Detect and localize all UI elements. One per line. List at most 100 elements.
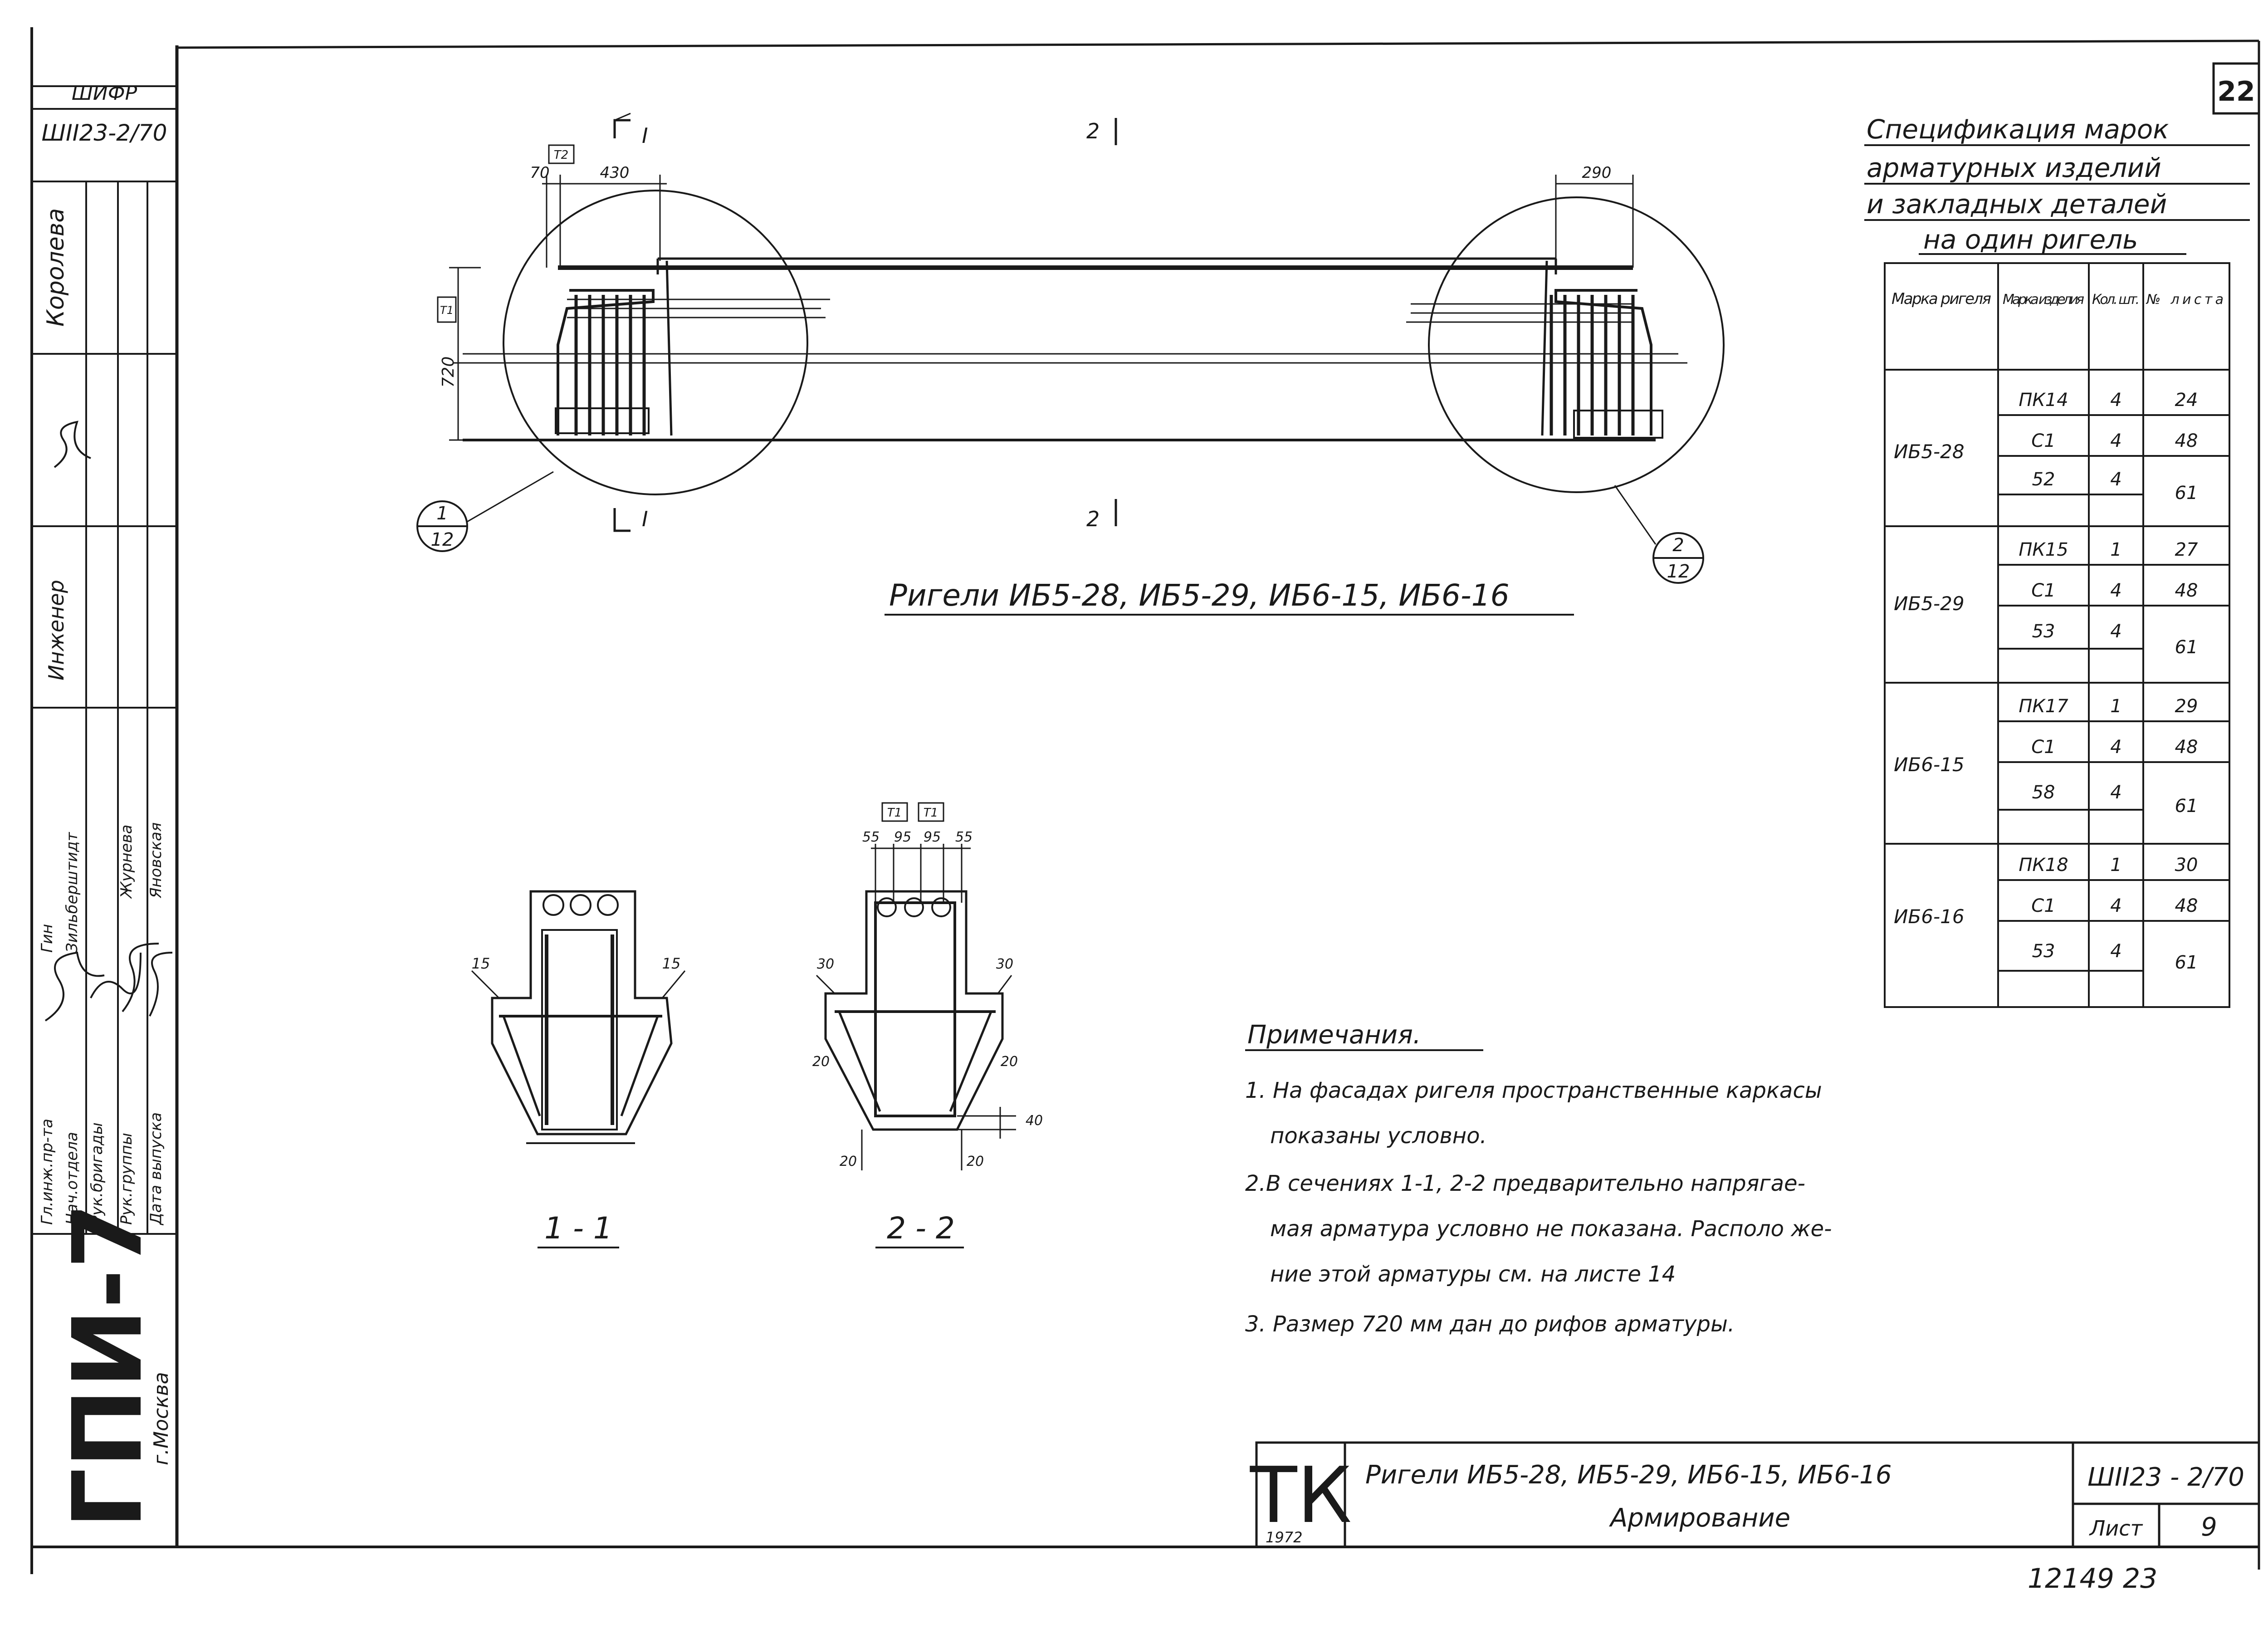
spec-qty-2-1: 1 (2110, 539, 2121, 560)
spec-title: Спецификация марок арматурных изделий и … (1867, 114, 2169, 255)
note-line-6: 3. Размер 720 мм дан до рифов арматуры. (1245, 1311, 1735, 1337)
spec-qty-1-2: 4 (2110, 431, 2121, 451)
spec-sheet-4-3: 61 (2175, 952, 2198, 973)
spec-item-4-2: С1 (2031, 895, 2055, 916)
spec-sheet-2-1: 27 (2175, 539, 2198, 560)
name-zilberstidt: Зильберштидт (63, 832, 81, 953)
section-2-top-dim-1: 55 (862, 829, 880, 845)
elev-dim-left-offset: 70 (530, 164, 549, 182)
section-mark-top: I (642, 123, 648, 148)
spec-item-4-3: 53 (2032, 941, 2055, 962)
signature-marks (44, 421, 173, 1022)
sheet-number: 22 (2217, 76, 2255, 108)
title-block (1255, 1441, 2260, 1548)
spec-item-2-1: ПК15 (2019, 539, 2068, 560)
spec-qty-2-2: 4 (2110, 580, 2121, 601)
note-line-3: 2.В сечениях 1-1, 2-2 предварительно нап… (1245, 1171, 1805, 1196)
spec-qty-3-1: 1 (2110, 696, 2121, 717)
role-group-head: Рук.группы (117, 1133, 136, 1225)
note-line-1: 1. На фасадах ригеля пространственные ка… (1245, 1078, 1822, 1103)
title-block-sheet-label: Лист (2089, 1516, 2143, 1541)
spec-sheet-1-2: 48 (2175, 431, 2198, 451)
series-code: ШИФР (72, 82, 137, 105)
org-name: ГПИ-7 (52, 1203, 163, 1529)
role-release-date: Дата выпуска (147, 1112, 165, 1226)
section-2-tag-2: Т1 (924, 806, 938, 820)
spec-item-3-1: ПК17 (2019, 696, 2068, 717)
spec-title-line-2: арматурных изделий (1867, 152, 2161, 183)
notes-title: Примечания. (1247, 1020, 1421, 1050)
elevation-title: Ригели ИБ5-28, ИБ5-29, ИБ6-15, ИБ6-16 (889, 578, 1510, 613)
spec-sheet-1-1: 24 (2175, 390, 2198, 411)
org-city: г.Москва (150, 1372, 173, 1465)
spec-header-mark: Марка ригеля (1892, 290, 1991, 308)
section-1-label: 1 - 1 (544, 1211, 612, 1246)
spec-mark-2: ИБ5-29 (1894, 592, 1965, 615)
section-1-1 (471, 890, 686, 1144)
callout-2-sheet: 12 (1667, 561, 1690, 582)
section-2-dim-mid-right: 20 (1001, 1054, 1018, 1070)
spec-sheet-3-2: 48 (2175, 737, 2198, 758)
spec-sheet-4-1: 30 (2175, 855, 2198, 876)
title-block-sheet-value: 9 (2201, 1512, 2217, 1542)
elev-tag-top: Т2 (554, 148, 568, 162)
spec-item-3-3: 58 (2032, 782, 2055, 803)
spec-sheet-2-2: 48 (2175, 580, 2198, 601)
role-dept-head: Нач.отдела (63, 1132, 81, 1225)
spec-qty-1-1: 4 (2110, 390, 2121, 411)
section-2-dim-foot-left: 20 (840, 1154, 857, 1169)
section-2-top-dim-2: 95 (894, 829, 911, 845)
callout-1-sheet: 12 (431, 529, 454, 550)
spec-qty-4-2: 4 (2110, 895, 2121, 916)
spec-sheet-2-3: 61 (2175, 637, 2198, 658)
spec-qty-3-3: 4 (2110, 782, 2121, 803)
footer-numbers: 12149 23 (2028, 1563, 2157, 1595)
section-2-dim-bottom: 40 (1026, 1113, 1043, 1129)
section-2-label: 2 - 2 (887, 1211, 955, 1246)
spec-item-1-2: С1 (2031, 431, 2055, 451)
section-2-top-dim-3: 95 (924, 829, 941, 845)
series-value: ШII23-2/70 (42, 120, 167, 146)
spec-title-line-4: на один ригель (1923, 224, 2138, 255)
engineer-role: Инженер (44, 580, 68, 680)
spec-item-2-2: С1 (2031, 580, 2055, 601)
section-mark-bottom: I (642, 507, 648, 531)
section-2-tag-1: Т1 (887, 806, 902, 820)
section-2-top-dim-4: 55 (955, 829, 973, 845)
spec-title-underlines (1864, 144, 2250, 255)
section-2-dim-top-right: 30 (996, 956, 1013, 972)
section-2-dim-foot-right: 20 (967, 1154, 984, 1169)
name-zhurneva: Журнева (117, 825, 136, 899)
role-chief-engineer: Гл.инж.пр-та (38, 1119, 56, 1225)
spec-sheet-3-3: 61 (2175, 796, 2198, 817)
spec-qty-2-3: 4 (2110, 621, 2121, 642)
callout-2-num: 2 (1672, 535, 1684, 556)
spec-item-4-1: ПК18 (2019, 855, 2068, 876)
cut-mark-bottom: 2 (1086, 507, 1100, 531)
spec-sheet-4-2: 48 (2175, 895, 2198, 916)
spec-title-line-3: и закладных деталей (1867, 189, 2167, 220)
name-yanovskaya: Яновская (147, 822, 165, 899)
elev-dim-left-span: 430 (600, 164, 630, 182)
beam-elevation (437, 113, 1725, 545)
elev-dim-height: 720 (439, 357, 458, 388)
role-brigade-head: Рук.бригады (88, 1122, 106, 1225)
spec-title-line-1: Спецификация марок (1867, 114, 2169, 145)
spec-table (1884, 262, 2230, 1008)
note-line-5: ние этой арматуры см. на листе 14 (1270, 1262, 1676, 1287)
elev-dim-right-span: 290 (1582, 164, 1612, 182)
cut-mark-top: 2 (1086, 119, 1100, 143)
spec-header-qty: Кол. шт. (2092, 292, 2140, 308)
spec-header-sheet: № листа (2146, 292, 2224, 308)
name-gin: Гин (38, 924, 56, 953)
spec-item-1-3: 52 (2032, 469, 2055, 490)
spec-mark-1: ИБ5-28 (1894, 440, 1965, 463)
elev-tag-side: Т1 (440, 304, 454, 317)
spec-qty-3-2: 4 (2110, 737, 2121, 758)
title-block-title-1: Ригели ИБ5-28, ИБ5-29, ИБ6-15, ИБ6-16 (1365, 1460, 1892, 1490)
spec-item-2-3: 53 (2032, 621, 2055, 642)
author-name: Королева (42, 208, 69, 327)
title-block-code: ШII23 - 2/70 (2087, 1463, 2244, 1492)
callout-1 (416, 500, 468, 552)
